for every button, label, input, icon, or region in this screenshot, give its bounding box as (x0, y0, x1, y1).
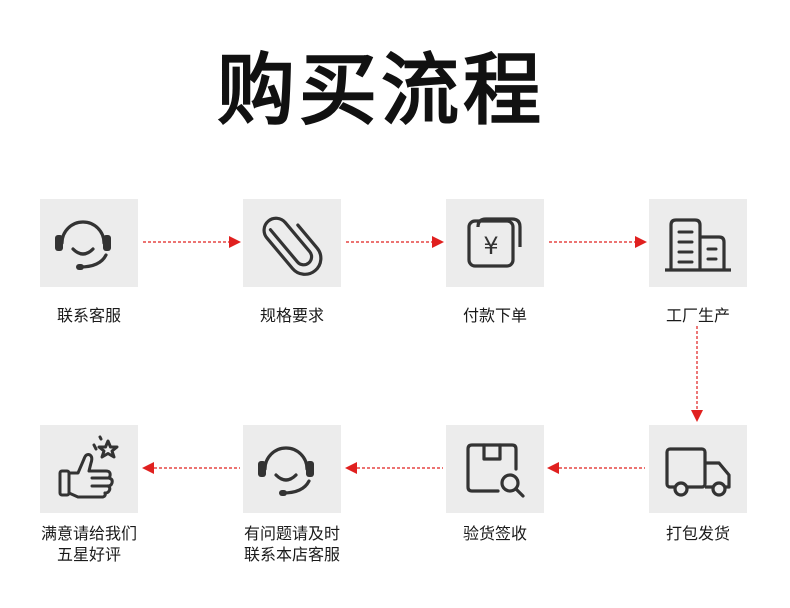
package-inspect-icon (466, 443, 525, 498)
label-line-2: 联系本店客服 (243, 545, 340, 564)
page-title: 购买流程 (216, 46, 545, 136)
step-label-pack-ship: 打包发货 (665, 524, 730, 543)
arrow-down (690, 326, 704, 422)
wallet-yen-icon: ¥ (467, 217, 522, 268)
step-label-contact-service: 联系客服 (56, 306, 121, 325)
step-five-star-review (40, 425, 138, 513)
step-label-payment: 付款下单 (462, 306, 527, 325)
step-label-specification: 规格要求 (259, 306, 324, 325)
step-contact-service (40, 199, 138, 287)
step-specification (243, 199, 341, 287)
svg-text:¥: ¥ (483, 232, 498, 260)
paperclip-icon (262, 216, 323, 276)
step-pack-ship (649, 425, 747, 513)
label-line-1: 有问题请及时 (243, 524, 340, 543)
headset-icon (258, 446, 314, 496)
step-label-contact-after-sales: 有问题请及时 联系本店客服 (192, 523, 392, 565)
label-line-2: 五星好评 (56, 545, 121, 564)
arrow-left-1 (547, 461, 645, 475)
arrow-left-2 (345, 461, 443, 475)
thumbs-up-star-icon (58, 435, 119, 499)
arrow-right-3 (549, 235, 647, 249)
arrow-left-3 (142, 461, 240, 475)
label-line-1: 满意请给我们 (40, 524, 137, 543)
step-contact-after-sales (243, 425, 341, 513)
step-factory-production (649, 199, 747, 287)
step-inspect-receive (446, 425, 544, 513)
factory-building-icon (665, 218, 731, 272)
delivery-truck-icon (665, 447, 731, 497)
arrow-right-1 (143, 235, 241, 249)
headset-icon (55, 220, 111, 270)
step-label-inspect-receive: 验货签收 (462, 524, 527, 543)
step-payment: ¥ (446, 199, 544, 287)
step-label-five-star-review: 满意请给我们 五星好评 (0, 523, 189, 565)
step-label-factory-production: 工厂生产 (665, 306, 730, 325)
arrow-right-2 (346, 235, 444, 249)
